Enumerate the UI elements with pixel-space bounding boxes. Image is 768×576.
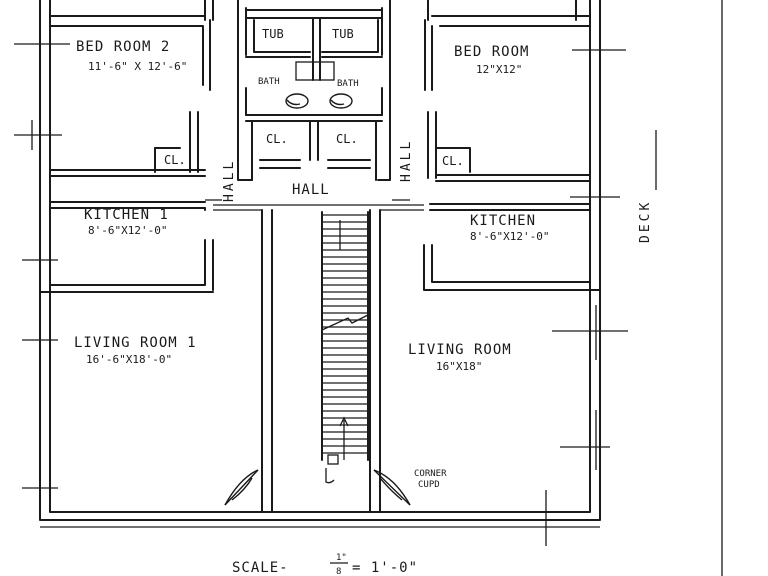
closet-right-label: CL. (336, 132, 358, 146)
closet-bed-left-label: CL. (164, 153, 186, 167)
corner-cupd-line1: CORNER (414, 469, 447, 479)
scale-suffix: = 1'-0" (352, 560, 418, 576)
stairs (321, 211, 369, 484)
corner-cupboard-left (224, 469, 259, 506)
bath-left-label: BATH (258, 77, 280, 87)
left-unit-walls (39, 19, 273, 513)
bedroom-dims: 12"X12" (476, 63, 522, 76)
tub-right-label: TUB (332, 27, 354, 41)
bedroom2-label: BED ROOM 2 (76, 39, 170, 55)
scale-note: SCALE- 1" 8 = 1'-0" (232, 553, 418, 576)
living1-label: LIVING ROOM 1 (74, 335, 197, 351)
tub-left-label: TUB (262, 27, 284, 41)
bedroom2-dims: 11'-6" X 12'-6" (88, 60, 187, 73)
scale-numerator: 1" (336, 553, 347, 563)
hall-right-label: HALL (399, 139, 414, 182)
toilet-icon (329, 93, 353, 109)
kitchen-label: KITCHEN (470, 213, 536, 229)
scale-denominator: 8 (336, 567, 341, 576)
living-label: LIVING ROOM (408, 342, 512, 358)
living-dims: 16"X18" (436, 360, 482, 373)
bath-right-label: BATH (337, 79, 359, 89)
corner-cupd-line2: CUPD (418, 480, 440, 490)
living1-dims: 16'-6"X18'-0" (86, 353, 172, 366)
closet-left-label: CL. (266, 132, 288, 146)
corner-cupboard-right (373, 469, 411, 506)
bedroom-label: BED ROOM (454, 44, 529, 60)
kitchen1-dims: 8'-6"X12'-0" (88, 224, 167, 237)
kitchen-dims: 8'-6"X12'-0" (470, 230, 549, 243)
deck-label: DECK (638, 200, 653, 243)
bath-core-walls (213, 0, 424, 206)
right-unit-walls (369, 19, 601, 513)
kitchen1-label: KITCHEN 1 (84, 207, 169, 223)
closet-bed-right-label: CL. (442, 154, 464, 168)
hall-left-label: HALL (222, 159, 237, 202)
scale-prefix: SCALE- (232, 560, 289, 576)
window-marks (14, 0, 723, 576)
hall-center-label: HALL (292, 182, 330, 198)
toilet-icon (285, 93, 309, 109)
